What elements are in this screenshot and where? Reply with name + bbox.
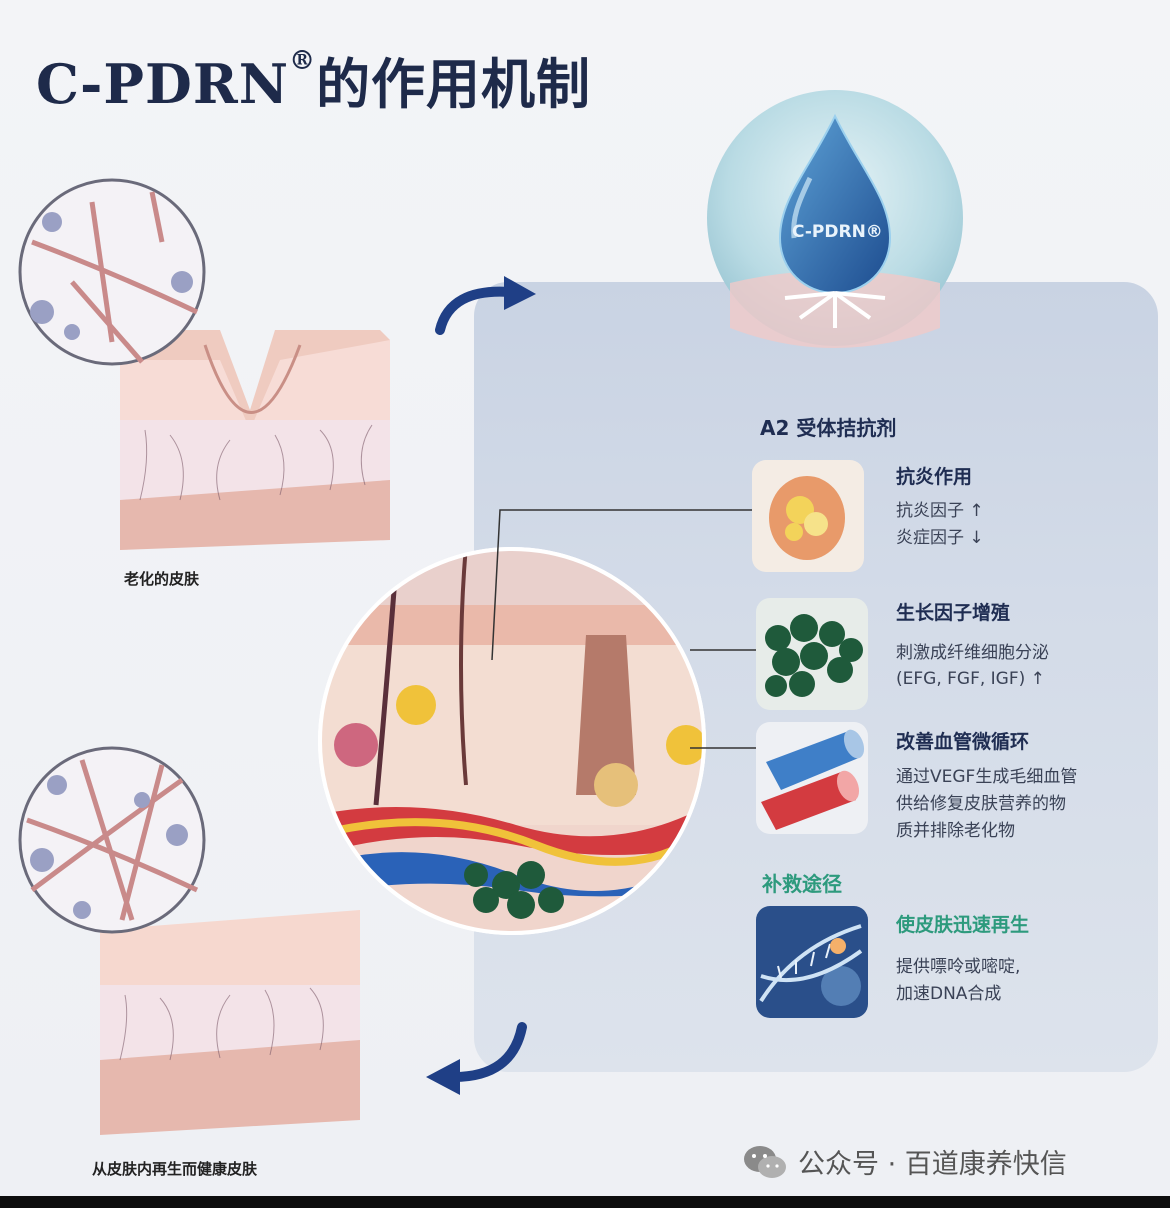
mechanism-3-title: 改善血管微循环 [896,731,1030,753]
mechanism-2-line1: 刺激成纤维细胞分泌 [896,643,1049,663]
mechanism-2-title: 生长因子增殖 [896,602,1011,624]
blood-vessel-icon [756,722,868,834]
healthy-zoom-circle [18,746,206,934]
bottom-edge-bar [0,1196,1170,1208]
aging-skin-block [120,330,390,550]
mechanism-2-line2: (EFG, FGF, IGF) ↑ [896,669,1045,689]
mechanism-3-line3: 质并排除老化物 [896,821,1015,841]
aging-skin-caption: 老化的皮肤 [124,570,200,588]
mechanism-3-line1: 通过VEGF生成毛细血管 [896,767,1078,787]
drop-label: C-PDRN® [792,222,883,242]
cycle-arrow-top-icon [435,276,536,335]
page-title: C-PDRN®的作用机制 [36,46,592,116]
mechanism-1-title: 抗炎作用 [896,466,973,488]
cpdrn-drop-illustration [707,90,963,348]
rescue-title: 使皮肤迅速再生 [896,914,1030,936]
watermark-text: 公众号 · 百道康养快信 [798,1149,1067,1180]
dna-helix-icon [756,906,868,1018]
healthy-skin-block [100,910,360,1135]
wechat-icon [744,1145,786,1178]
mechanism-1-line1: 抗炎因子 ↑ [896,501,984,521]
skin-cross-section-circle [318,547,706,935]
cycle-arrow-bottom-icon [426,1022,527,1095]
rescue-header: 补救途径 [762,872,842,896]
rescue-line2: 加速DNA合成 [896,984,1002,1004]
section-header-a2: A2 受体拮抗剂 [760,416,897,440]
rescue-line1: 提供嘌呤或嘧啶, [896,957,1021,977]
mechanism-3-line2: 供给修复皮肤营养的物 [896,794,1066,814]
aging-zoom-circle [18,178,206,366]
healthy-skin-caption: 从皮肤内再生而健康皮肤 [92,1160,258,1178]
growth-factor-cells-icon [756,598,868,710]
mechanism-1-line2: 炎症因子 ↓ [896,528,984,548]
wechat-watermark: 公众号 · 百道康养快信 [742,1142,1067,1181]
inflammation-cell-icon [752,460,864,572]
